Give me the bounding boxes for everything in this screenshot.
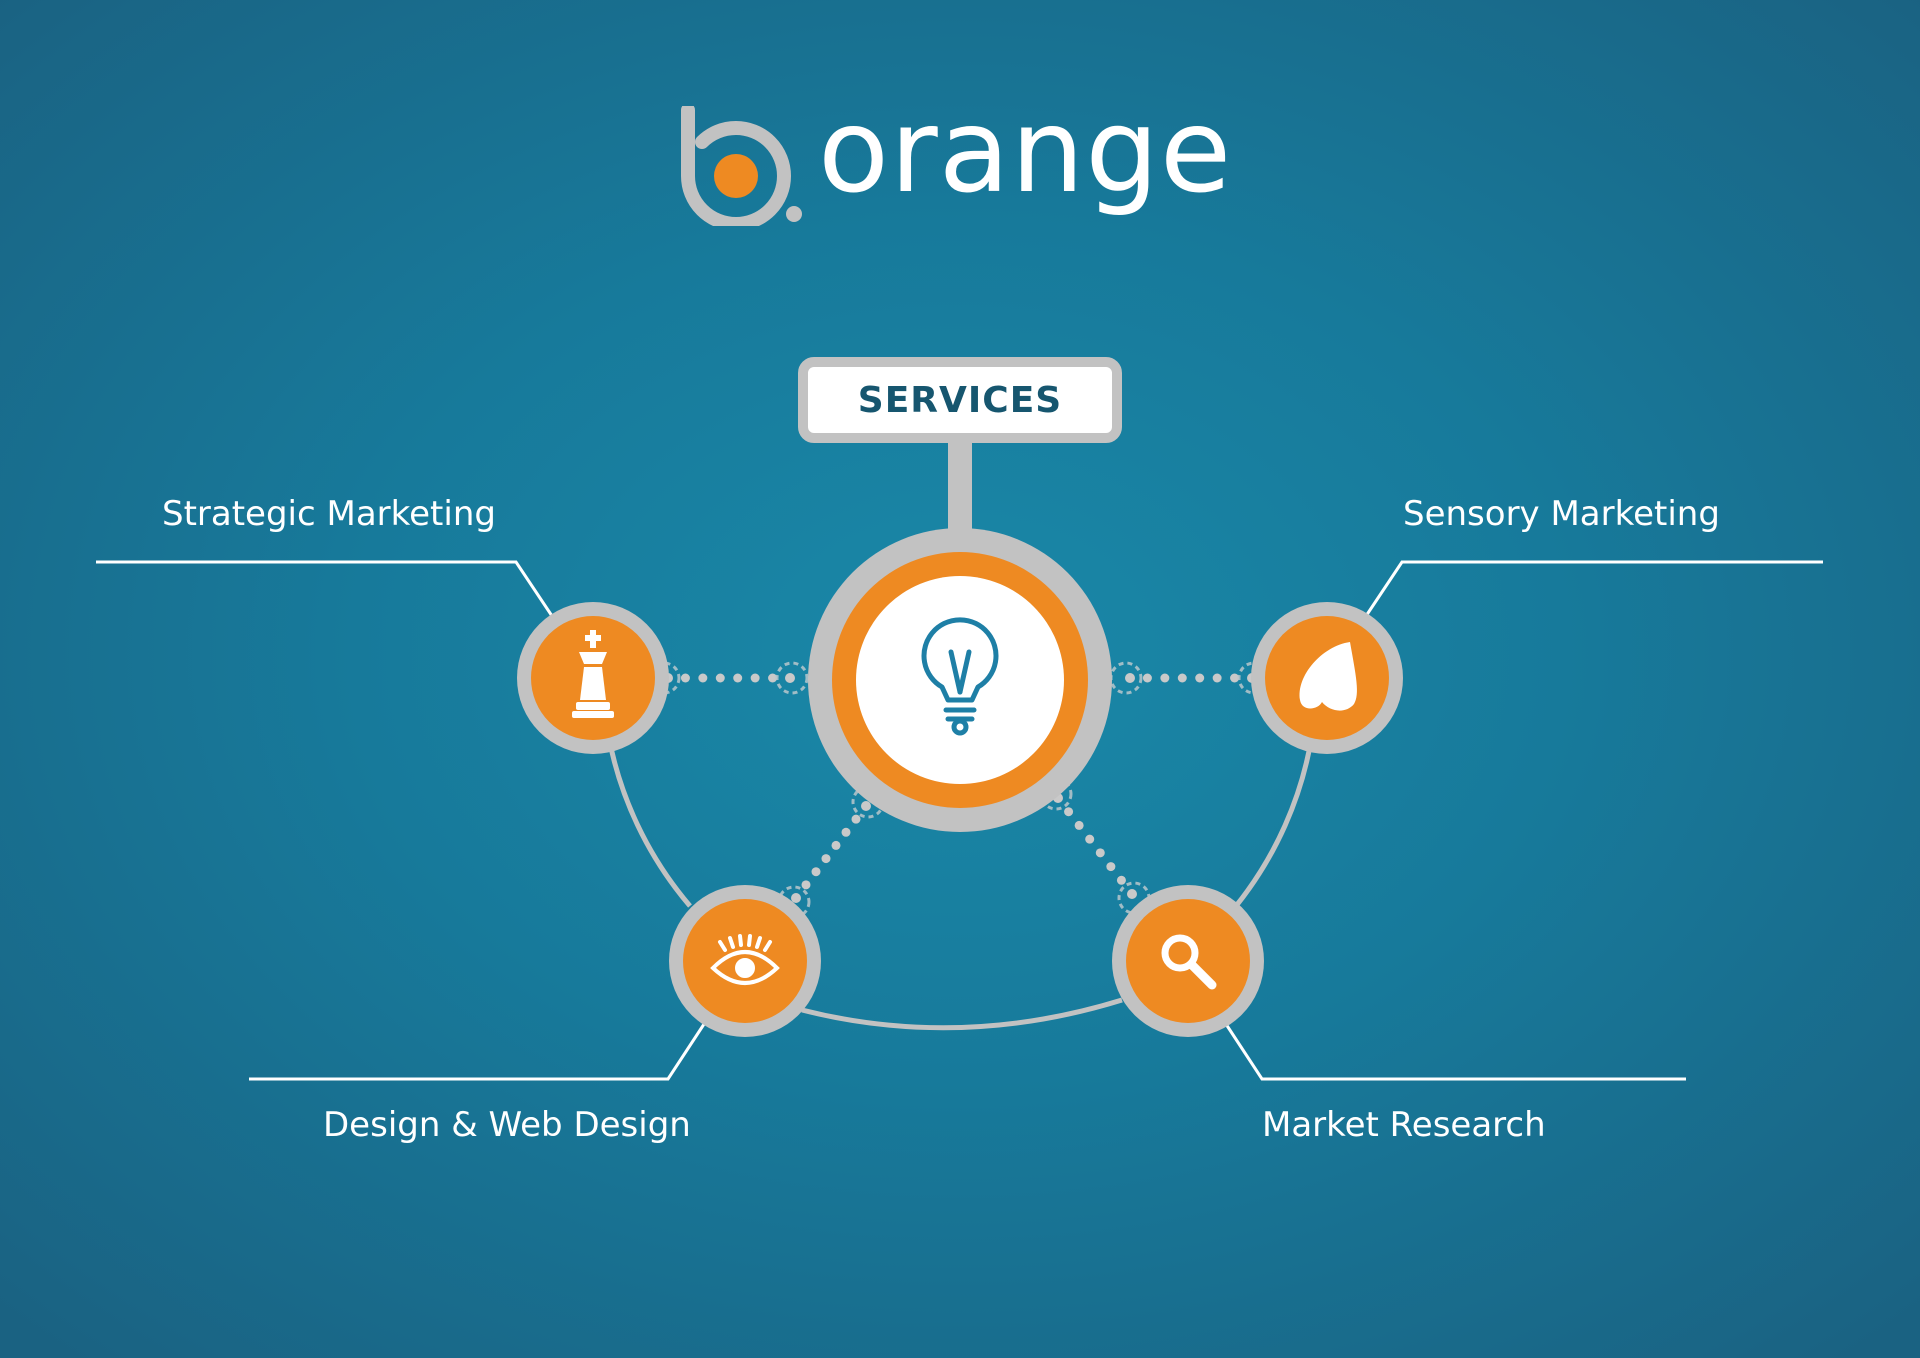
services-title: SERVICES [857, 379, 1063, 421]
connector-dot [715, 673, 725, 683]
connector-dot [861, 801, 871, 811]
connector-dot [831, 840, 841, 850]
connector-dot [785, 673, 795, 683]
lightbulb-icon [921, 617, 999, 736]
connector-dot [841, 827, 851, 837]
outer-ring-arc-bottom [801, 997, 1123, 1031]
connector-dot [791, 893, 801, 903]
connector-dot [811, 867, 821, 877]
label-strategic-marketing: Strategic Marketing [162, 494, 496, 534]
node-research [1112, 885, 1264, 1037]
connector-dot [1212, 673, 1222, 683]
connector-dot [1177, 673, 1187, 683]
nose-icon [1299, 642, 1357, 711]
connector-dot [1064, 807, 1074, 817]
outer-ring-arc-right [1234, 734, 1315, 908]
connector-dot [801, 880, 811, 890]
connector-dot [1106, 862, 1116, 872]
connector-dot [1195, 673, 1205, 683]
connector-dot [1074, 820, 1084, 830]
hub-node [808, 528, 1112, 832]
connector-dot [750, 673, 760, 683]
outer-ring-arc-left [605, 732, 692, 908]
magnifier-icon [1161, 934, 1217, 990]
dotted-connectors [663, 673, 1257, 903]
leader-line-design [249, 1017, 710, 1081]
connector-dot [1160, 673, 1170, 683]
connector-dot [1142, 673, 1152, 683]
connector-dot [768, 673, 778, 683]
connector-dot [1085, 834, 1095, 844]
connector-dot [1116, 875, 1126, 885]
connector-dot [698, 673, 708, 683]
label-market-research: Market Research [1262, 1105, 1546, 1145]
connector-dot [1125, 673, 1135, 683]
connector-dot [680, 673, 690, 683]
connector-dot [733, 673, 743, 683]
connector-dot [1095, 848, 1105, 858]
services-box: SERVICES [798, 357, 1122, 443]
brand-name: orange [818, 84, 1233, 219]
connector-dot [1127, 889, 1137, 899]
connector-dot [1230, 673, 1240, 683]
label-sensory-marketing: Sensory Marketing [1403, 494, 1720, 534]
logo-mark-icon [681, 106, 802, 226]
chess-king-icon [572, 630, 614, 718]
label-design-web-design: Design & Web Design [323, 1105, 691, 1145]
connector-dot [851, 814, 861, 824]
connector-dot [821, 854, 831, 864]
leader-line-research [1220, 1017, 1686, 1081]
eye-icon [710, 934, 780, 985]
hub-stem [948, 440, 972, 532]
leader-line-sensory [1360, 560, 1823, 623]
leader-line-strategic [96, 560, 558, 623]
